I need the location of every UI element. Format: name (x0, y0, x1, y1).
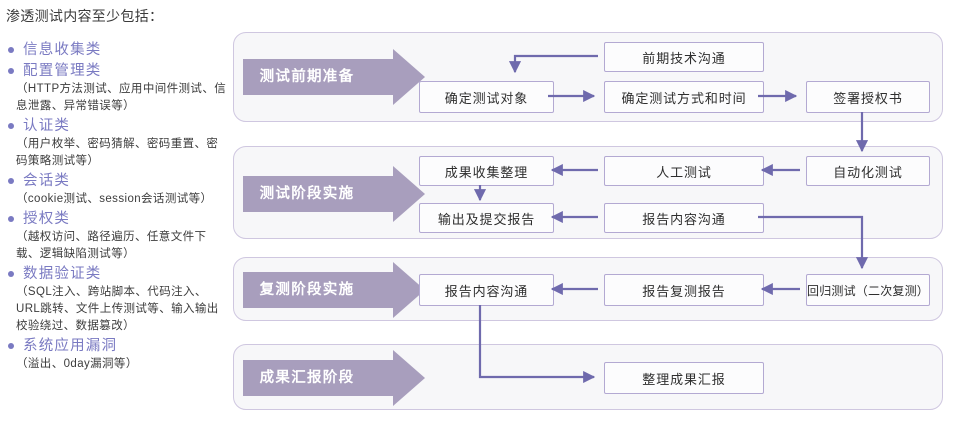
node-regression-test[interactable]: 回归测试（二次复测） (806, 274, 930, 306)
stage-row-test-execution: 测试阶段实施 成果收集整理 人工测试 自动化测试 输出及提交报告 报告内容沟通 (233, 146, 943, 239)
list-item-heading-text: 认证类 (23, 118, 71, 134)
stage-row-final-report: 成果汇报阶段 整理成果汇报 (233, 344, 943, 410)
stage-banner-test-execution: 测试阶段实施 (243, 166, 425, 222)
node-report-content-communication[interactable]: 报告内容沟通 (604, 203, 764, 233)
bullet-dot-icon (8, 178, 14, 184)
list-item-description: （用户枚举、密码猜解、密码重置、密码策略测试等） (16, 138, 219, 167)
list-item-heading-text: 信息收集类 (23, 42, 102, 58)
list-item: 会话类 （cookie测试、session会话测试等） (0, 171, 228, 208)
list-item: 系统应用漏洞 （溢出、0day漏洞等） (0, 336, 228, 373)
stage-row-retest: 复测阶段实施 报告内容沟通 报告复测报告 回归测试（二次复测） (233, 257, 943, 321)
list-item: 配置管理类 （HTTP方法测试、应用中间件测试、信息泄露、异常错误等） (0, 61, 228, 115)
node-manual-testing[interactable]: 人工测试 (604, 156, 764, 186)
bullet-dot-icon (8, 47, 14, 53)
node-sign-authorization[interactable]: 签署授权书 (806, 81, 930, 113)
scope-bullet-list: 信息收集类 配置管理类 （HTTP方法测试、应用中间件测试、信息泄露、异常错误等… (0, 40, 228, 374)
node-pre-technical-communication[interactable]: 前期技术沟通 (604, 42, 764, 72)
list-item: 授权类 （越权访问、路径遍历、任意文件下载、逻辑缺陷测试等） (0, 209, 228, 263)
list-item-heading: 配置管理类 (0, 61, 228, 81)
bullet-dot-icon (8, 343, 14, 349)
node-collect-results[interactable]: 成果收集整理 (419, 156, 554, 186)
list-item-heading: 认证类 (0, 116, 228, 136)
list-item: 信息收集类 (0, 40, 228, 60)
list-item-heading: 系统应用漏洞 (0, 336, 228, 356)
bullet-dot-icon (8, 123, 14, 129)
list-item-heading-text: 配置管理类 (23, 63, 102, 79)
node-organize-final-report[interactable]: 整理成果汇报 (604, 362, 764, 394)
bullet-dot-icon (8, 271, 14, 277)
list-item-heading: 会话类 (0, 171, 228, 191)
list-item-heading: 信息收集类 (0, 40, 228, 60)
stage-banner-retest: 复测阶段实施 (243, 262, 425, 318)
bullet-dot-icon (8, 216, 14, 222)
list-item-heading-text: 授权类 (23, 211, 71, 227)
list-item: 数据验证类 （SQL注入、跨站脚本、代码注入、URL跳转、文件上传测试等、输入输… (0, 264, 228, 335)
list-item-description: （越权访问、路径遍历、任意文件下载、逻辑缺陷测试等） (16, 231, 207, 260)
list-item-description: （cookie测试、session会话测试等） (16, 193, 213, 205)
bullet-dot-icon (8, 68, 14, 74)
penetration-test-process-flowchart: 测试前期准备 确定测试对象 确定测试方式和时间 签署授权书 前期技术沟通 测试阶… (228, 0, 954, 428)
node-automated-testing[interactable]: 自动化测试 (806, 156, 930, 186)
stage-row-preparation: 测试前期准备 确定测试对象 确定测试方式和时间 签署授权书 前期技术沟通 (233, 32, 943, 122)
node-retest-report-communication[interactable]: 报告内容沟通 (419, 274, 554, 306)
list-item-description: （溢出、0day漏洞等） (16, 358, 138, 370)
stage-banner-preparation: 测试前期准备 (243, 49, 425, 105)
list-item-heading-text: 系统应用漏洞 (23, 338, 118, 354)
node-retest-report[interactable]: 报告复测报告 (604, 274, 764, 306)
list-item-heading: 数据验证类 (0, 264, 228, 284)
list-item: 认证类 （用户枚举、密码猜解、密码重置、密码策略测试等） (0, 116, 228, 170)
list-item-heading: 授权类 (0, 209, 228, 229)
stage-banner-final-report: 成果汇报阶段 (243, 350, 425, 406)
list-item-heading-text: 数据验证类 (23, 266, 102, 282)
penetration-test-scope-panel: 渗透测试内容至少包括： 信息收集类 配置管理类 （HTTP方法测试、应用中间件测… (0, 0, 228, 428)
list-item-description: （SQL注入、跨站脚本、代码注入、URL跳转、文件上传测试等、输入输出校验绕过、… (16, 286, 219, 332)
node-output-and-submit-report[interactable]: 输出及提交报告 (419, 203, 554, 233)
list-item-description: （HTTP方法测试、应用中间件测试、信息泄露、异常错误等） (16, 83, 227, 112)
node-confirm-test-target[interactable]: 确定测试对象 (419, 81, 554, 113)
node-confirm-test-method-and-time[interactable]: 确定测试方式和时间 (604, 81, 764, 113)
page-title: 渗透测试内容至少包括： (6, 8, 164, 24)
list-item-heading-text: 会话类 (23, 173, 71, 189)
